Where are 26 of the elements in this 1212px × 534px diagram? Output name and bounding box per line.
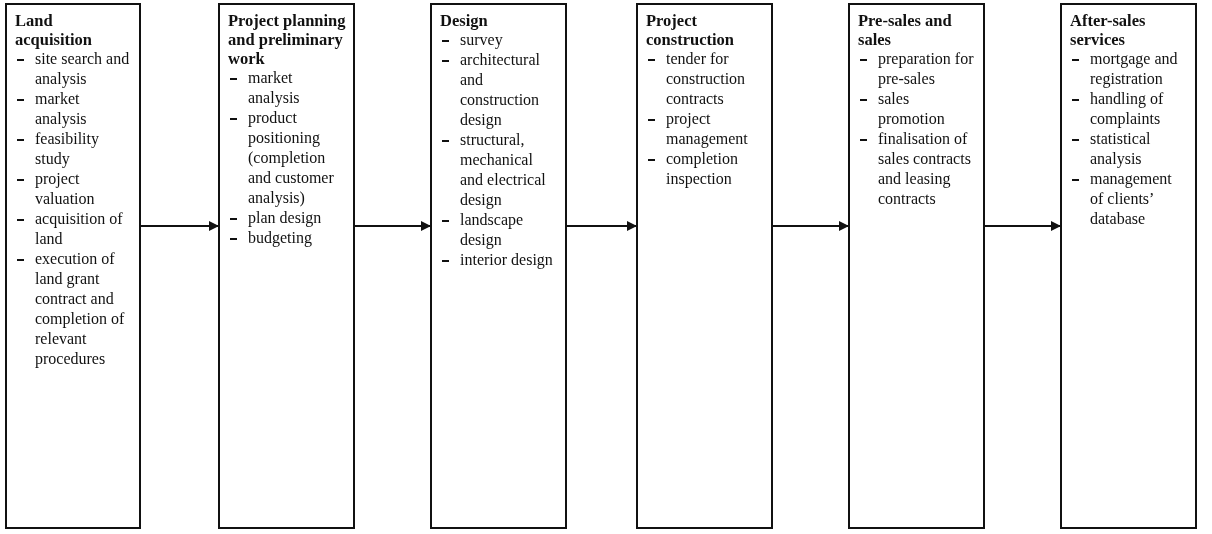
arrow: [354, 221, 431, 231]
stage-heading: Pre-sales and sales: [858, 11, 953, 49]
stage-box: [1060, 3, 1197, 529]
arrow: [140, 221, 219, 231]
task-text: product positioning (completion and customer analysis): [248, 109, 334, 206]
task-text: execution of land grant contract and completion of relevant procedures: [35, 250, 125, 367]
stage-heading: After-sales services: [1070, 11, 1147, 49]
task-text: management of clients’ database: [1090, 170, 1172, 227]
stage-box: [218, 3, 355, 529]
arrow: [984, 221, 1061, 231]
task-text: finalisation of sales contracts and leasing contracts: [878, 130, 971, 207]
task-text: survey: [460, 31, 503, 48]
stage-box: [636, 3, 773, 529]
stage-box: [848, 3, 985, 529]
stage-box: [430, 3, 567, 529]
stage-heading: Project planning and preliminary work: [228, 11, 347, 68]
stage-heading: Land acquisition: [15, 11, 94, 49]
task-text: budgeting: [248, 229, 312, 246]
stage-heading: Design: [440, 11, 489, 30]
task-text: interior design: [460, 251, 553, 268]
arrow: [772, 221, 849, 231]
task-text: plan design: [248, 209, 322, 226]
stage-box: [5, 3, 141, 529]
stage-heading: Project construction: [646, 11, 735, 49]
arrow: [566, 221, 637, 231]
task-text: completion inspection: [666, 150, 738, 187]
